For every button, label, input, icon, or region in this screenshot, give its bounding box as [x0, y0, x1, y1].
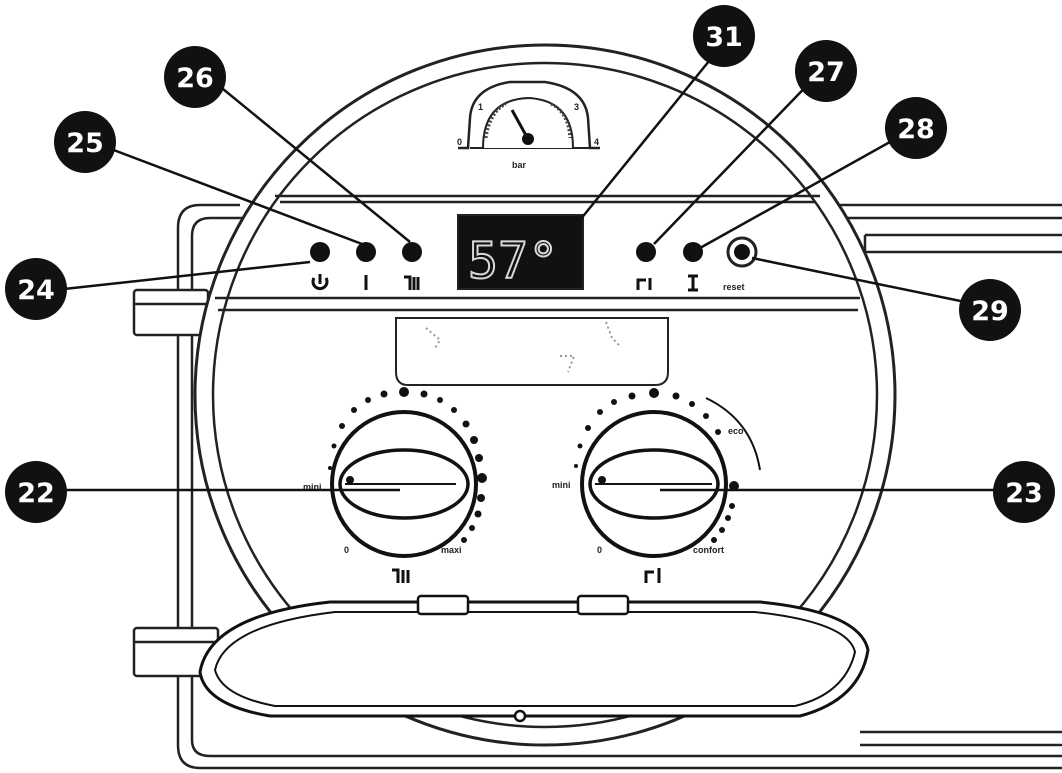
tap-icon — [636, 278, 652, 290]
callout-31: 31 — [693, 5, 755, 67]
callout-27: 27 — [795, 40, 857, 102]
fault-icon — [688, 274, 698, 292]
burner-led — [356, 242, 376, 262]
heating-led — [402, 242, 422, 262]
svg-text:24: 24 — [17, 275, 55, 306]
callout-23: 23 — [993, 461, 1055, 523]
heating-knob-max-label: maxi — [441, 545, 462, 555]
info-window — [395, 317, 669, 386]
temperature-display: 57° — [457, 214, 584, 291]
callout-24: 24 — [5, 258, 67, 320]
svg-text:28: 28 — [897, 114, 935, 145]
gauge-tick-4: 4 — [594, 137, 599, 147]
fault-led — [683, 242, 703, 262]
svg-text:22: 22 — [17, 478, 55, 509]
callout-29: 29 — [959, 279, 1021, 341]
leader-lines — [62, 49, 1022, 492]
callout-22: 22 — [5, 461, 67, 523]
gauge-tick-0: 0 — [457, 137, 462, 147]
heating-knob-scale — [328, 387, 487, 543]
display-reading: 57° — [468, 232, 558, 290]
power-icon — [311, 274, 329, 291]
callout-26: 26 — [164, 46, 226, 108]
radiator-icon — [404, 275, 420, 290]
indicator-leds — [310, 242, 703, 262]
heating-knob-zero-label: 0 — [344, 545, 349, 555]
tap-icon — [644, 568, 661, 583]
front-panel — [193, 43, 897, 747]
heating-knob[interactable] — [330, 410, 478, 558]
gauge-unit-label: bar — [512, 160, 527, 170]
gauge-pivot — [522, 133, 534, 145]
callout-25: 25 — [54, 111, 116, 173]
svg-text:31: 31 — [705, 22, 743, 53]
eco-arc — [705, 397, 761, 471]
svg-text:29: 29 — [971, 296, 1009, 327]
svg-text:27: 27 — [807, 57, 845, 88]
power-led — [310, 242, 330, 262]
water-knob-zero-label: 0 — [597, 545, 602, 555]
reset-label: reset — [723, 282, 745, 292]
svg-text:25: 25 — [66, 128, 104, 159]
radiator-icon — [392, 568, 410, 583]
indicator-icons — [311, 274, 698, 292]
water-knob-max-label: confort — [693, 545, 724, 555]
callout-28: 28 — [885, 97, 947, 159]
gauge-tick-1: 1 — [478, 102, 483, 112]
gauge-tick-3: 3 — [574, 102, 579, 112]
heating-knob-min-label: mini — [303, 482, 322, 492]
svg-text:23: 23 — [1005, 478, 1043, 509]
hot-water-led — [636, 242, 656, 262]
water-knob-scale — [574, 388, 739, 543]
reset-button[interactable] — [726, 236, 758, 268]
water-knob[interactable] — [580, 410, 728, 558]
svg-text:26: 26 — [176, 63, 214, 94]
water-knob-eco-label: eco — [728, 426, 744, 436]
water-knob-min-label: mini — [552, 480, 571, 490]
pressure-gauge: 0 1 3 4 bar — [457, 80, 600, 170]
control-strip — [215, 194, 860, 312]
front-cover-flap[interactable] — [198, 594, 870, 723]
